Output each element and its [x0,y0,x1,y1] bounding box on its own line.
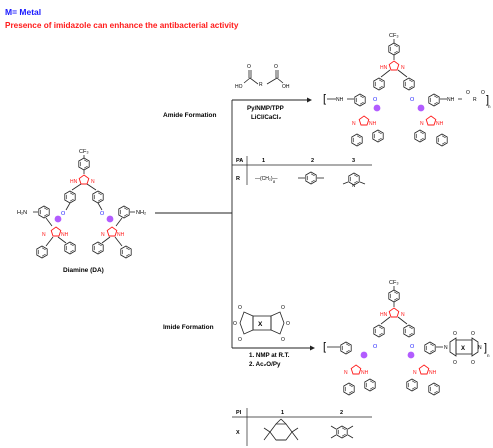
polyamide-nh-left: NH [336,97,344,103]
dianhydride-o-5: O [238,337,242,343]
polyimide-x: X [461,346,465,352]
polyimide-n-right: N [478,345,482,351]
pa-row-label: PA [236,158,243,164]
polyimide-o-3: O [453,360,457,366]
monomer-n-lower-right: N [101,232,105,238]
monomer-o-right: O [100,211,105,217]
pa-col-1: 1 [262,158,265,164]
polyamide-n-lower-left: N [352,121,356,127]
polyimide-o-right: O [410,344,415,350]
pa-r-alkyl-sub: 8 [273,180,275,184]
polyamide-hn: HN [380,65,388,71]
pi-col-2: 2 [340,410,343,416]
polyamide-o-left: O [373,97,378,103]
polyamide-o-c2: O [481,90,485,96]
pa-table: PA 1 2 3 R —(CH₂)— 8 N [232,156,372,188]
polyamide-cf3: CF₃ [389,33,399,39]
polyamide-o-c1: O [466,90,470,96]
polyimide-o-2: O [471,331,475,337]
diacid-oh: OH [282,84,290,90]
polyamide-n: N [401,65,405,71]
monomer-n-lower-left: N [42,232,46,238]
monomer-o-left: O [61,211,66,217]
monomer-cf3-label: CF₃ [79,149,89,155]
polyamide-bracket-right: ] [486,94,489,106]
polyamide-nh-lower-left: NH [369,121,377,127]
imide-arrowhead [310,345,315,351]
dianhydride-o-6: O [281,337,285,343]
polyimide-n: N [401,312,405,318]
metal-note: M= Metal [5,7,41,17]
diacid-r: R [259,82,263,88]
dianhydride-reagent: X O O O O O O [233,305,290,343]
diacid-reagent: O O R HO OH [235,64,290,90]
polyimide-o-left: O [373,344,378,350]
amide-conditions-1: Py/NMP/TPP [247,105,284,112]
polyimide-nh-lower-left: NH [361,370,369,376]
monomer-n-label: N [91,179,95,185]
polyamide-r: R [473,97,477,103]
pa-col-3: 3 [352,158,355,164]
imide-conditions-1: 1. NMP at R.T. [249,352,290,359]
amide-arrowhead [307,97,312,103]
polyimide-bracket-left: [ [323,341,326,353]
diacid-o-right: O [274,64,278,70]
imidazole-note: Presence of imidazole can enhance the an… [5,21,239,30]
polyamide-bracket-left: [ [323,93,326,105]
diacid-o-left: O [247,64,251,70]
monomer-nh-lower-left: NH [61,232,69,238]
monomer-hn-label: HN [70,179,78,185]
pi-table: PI 1 2 X [232,408,372,446]
imide-conditions-2: 2. Ac₂O/Py [249,361,281,368]
monomer-nh2-right: NH₂ [136,210,146,216]
diacid-ho: HO [235,84,243,90]
polyimide-n-left: N [444,345,448,351]
polyamide-n-lower-right: N [420,121,424,127]
polyimide-n-sub: n [487,353,490,358]
imide-formation-label: Imide Formation [163,324,214,331]
diamine-structure: CF₃ HN N O O H₂N NH₂ N NH N NH [17,149,146,274]
monomer-nh-lower-right: NH [117,232,125,238]
polyimide-structure: [ CF₃ HN N O O N X N O O O O ] n N NH [323,280,490,396]
amide-formation-label: Amide Formation [163,112,216,119]
dianhydride-o-3: O [233,321,237,327]
polyimide-cf3: CF₃ [389,280,399,286]
monomer-nh2-left: H₂N [17,210,27,216]
amide-conditions-2: LiCl/CaCl₂ [251,114,282,121]
pa-r-alkyl: —(CH₂)— [255,176,278,182]
dianhydride-o-1: O [238,305,242,311]
dianhydride-o-4: O [286,321,290,327]
dianhydride-x: X [258,321,263,328]
polyamide-o-right: O [410,97,415,103]
polyimide-bracket-right: ] [484,342,487,354]
polyimide-o-4: O [471,360,475,366]
polyamide-n-sub: n [488,104,491,109]
polyimide-n-lower-right: N [413,370,417,376]
polyimide-n-lower-left: N [344,370,348,376]
dianhydride-o-2: O [281,305,285,311]
polyamide-nh-lower-right: NH [436,121,444,127]
pi-col-1: 1 [281,410,284,416]
polyimide-nh-lower-right: NH [429,370,437,376]
pi-x-label: X [236,430,240,436]
pi-row-label: PI [236,410,242,416]
pa-r-pyridine-n: N [352,183,355,188]
polyamide-nh-right: NH [447,97,455,103]
polyimide-hn: HN [380,312,388,318]
polyimide-o-1: O [453,331,457,337]
pa-r-label: R [236,176,240,182]
pa-col-2: 2 [311,158,314,164]
monomer-caption: Diamine (DA) [63,267,104,274]
polyamide-structure: [ NH CF₃ HN N O O NH O R O ] n N NH N [323,33,491,147]
